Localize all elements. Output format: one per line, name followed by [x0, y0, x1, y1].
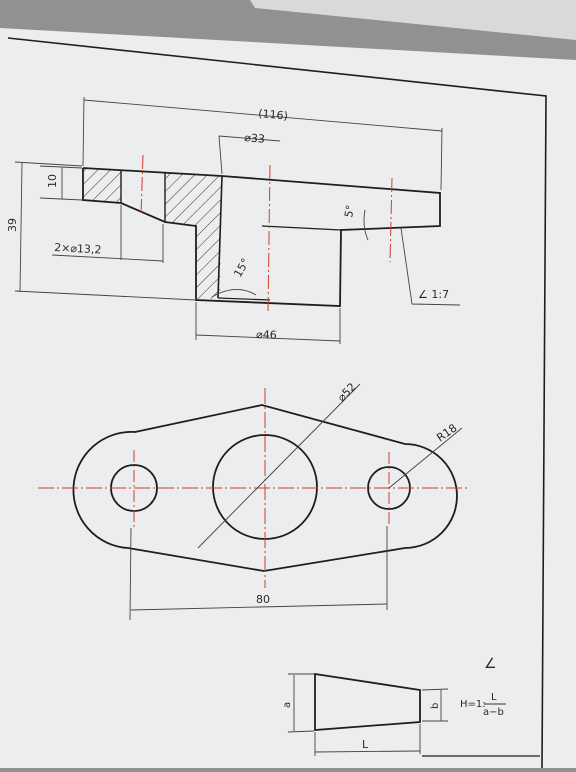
dim-hole-line [51, 254, 164, 262]
ext-b-top [421, 688, 449, 691]
dim-total-height: 39 [6, 218, 19, 232]
dim-overall-length: (116) [258, 107, 289, 123]
ext-a-bottom [287, 730, 315, 733]
paper-sheet-behind [250, 0, 576, 40]
dia52-leader [197, 383, 361, 549]
arc-15 [211, 289, 257, 298]
bore-wall [217, 175, 223, 299]
formula-prefix: H=1: [460, 699, 486, 710]
taper-shape [314, 672, 421, 731]
dim-flange-thickness: 10 [46, 174, 59, 188]
centerline-hole [140, 154, 144, 216]
ext-39-top [14, 161, 83, 167]
dim-hole-spacing: 80 [256, 593, 270, 606]
dim-draft-outer: 5° [342, 204, 357, 219]
dim-33-line [218, 135, 281, 142]
formula-denominator: a−b [483, 707, 504, 718]
hatch-boss [165, 173, 222, 300]
top-view-outline [72, 404, 458, 572]
ext-116-left [82, 96, 85, 167]
formula-numerator: L [491, 692, 497, 703]
taper-small-end: b [430, 703, 441, 709]
dim-39-line [19, 162, 23, 293]
arc-5 [363, 209, 369, 241]
ext-10-bottom [39, 197, 83, 201]
dim-46-line [195, 334, 341, 342]
dim-116-line [83, 99, 443, 132]
drawing-border [7, 37, 547, 769]
taper-symbol: ∠ [484, 656, 497, 672]
centerline-right-hole [389, 177, 393, 263]
bore-bottom [217, 297, 271, 301]
dim-bore-diameter: ⌀33 [244, 131, 266, 146]
taper-leader [400, 227, 461, 306]
taper-ratio-note: ∠ 1:7 [418, 288, 449, 301]
dim-l-line [314, 750, 421, 753]
ext-33 [218, 135, 223, 175]
ext-10-top [39, 165, 83, 169]
section-view: (116) ⌀33 10 39 2×⌀13,2 15° ⌀46 5° [6, 96, 461, 344]
dim-80-line [130, 603, 388, 611]
dim-base-diameter: ⌀46 [256, 328, 277, 342]
centerline-bore [267, 164, 271, 313]
ext-39-bottom [14, 290, 197, 301]
dim-hole-spec: 2×⌀13,2 [54, 241, 102, 256]
taper-length: L [362, 738, 369, 751]
taper-note: a b L ∠ H=1: L a−b [282, 656, 506, 756]
ext-80-left [129, 527, 132, 621]
ext-116-right [440, 127, 443, 191]
step-line [261, 225, 342, 231]
hatch-left [83, 168, 121, 203]
taper-big-end: a [282, 702, 293, 708]
r18-leader [388, 427, 463, 489]
